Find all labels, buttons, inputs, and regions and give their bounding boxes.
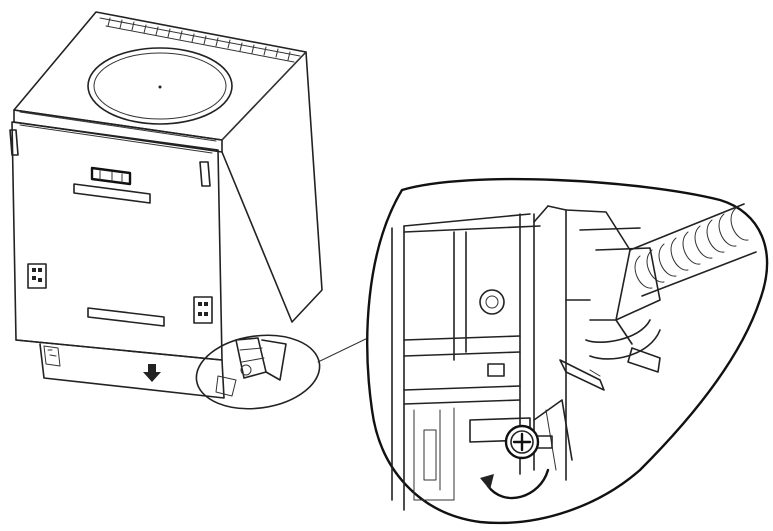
left-hinge-plate (9, 129, 19, 156)
down-arrow-icon (143, 364, 161, 382)
rotation-arrow-icon (480, 468, 550, 500)
callout-outline (366, 177, 769, 525)
hinge-arm-icon (547, 205, 661, 481)
frame-structure (391, 205, 573, 511)
top-circular-recess (87, 47, 233, 125)
right-hinge-plate (199, 161, 211, 187)
spring-coil-icon (629, 203, 757, 297)
dishwasher-base (15, 339, 225, 399)
top-vent-grille-icon (99, 17, 301, 63)
left-bracket-icon (27, 263, 47, 289)
right-bracket-icon (193, 296, 213, 324)
dishwasher-front-door (11, 121, 223, 361)
door-handle-icon (90, 166, 132, 186)
dishwasher-unit (9, 11, 323, 410)
dishwasher-right-side (221, 51, 323, 323)
zoom-callout (366, 177, 769, 525)
mounting-hole-icon (479, 289, 505, 315)
adjustment-screw-icon (469, 417, 553, 460)
upper-rail-slot (73, 183, 151, 204)
dishwasher-top-panel (13, 11, 307, 141)
leveling-foot-detail (215, 337, 287, 397)
zoom-source-ellipse (195, 334, 321, 410)
zoom-leader-line (317, 335, 373, 363)
lower-rail-slot (87, 307, 165, 327)
